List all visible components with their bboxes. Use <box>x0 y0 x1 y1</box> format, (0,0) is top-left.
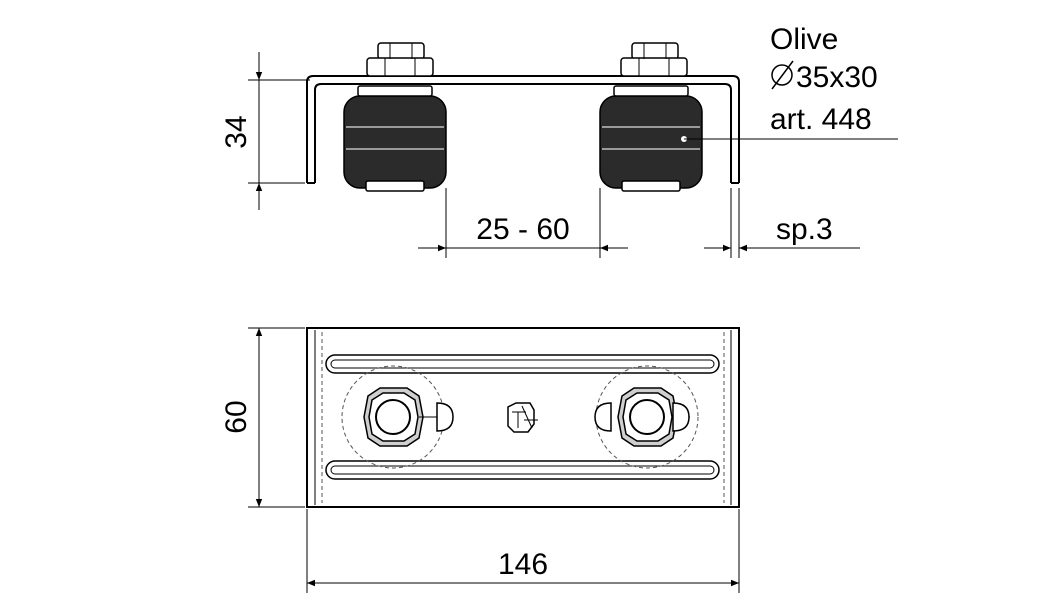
right-wheel-top-view <box>594 365 699 469</box>
logo-icon <box>507 402 538 433</box>
left-top-nut <box>366 42 434 77</box>
channel-bracket <box>306 75 740 184</box>
dim-width-plate <box>248 327 305 508</box>
dim-width-plate-label: 60 <box>220 400 253 433</box>
wheel-name: Olive <box>770 23 838 56</box>
left-wheel-top-view <box>341 365 454 469</box>
dim-thickness <box>704 188 860 258</box>
top-view: 60 146 <box>220 327 740 593</box>
right-top-nut <box>620 42 688 77</box>
slot-bottom <box>325 460 720 480</box>
dim-gap <box>418 188 628 258</box>
wheel-article: art. 448 <box>770 103 872 136</box>
dim-height-side-label: 34 <box>220 115 253 148</box>
wheel-size: 35x30 <box>796 61 878 94</box>
dim-height-side <box>248 52 310 210</box>
dim-thickness-label: sp.3 <box>776 213 833 246</box>
diameter-icon <box>771 60 794 90</box>
left-roller <box>343 85 447 192</box>
right-roller <box>599 85 703 192</box>
dim-length-plate-label: 146 <box>498 548 548 581</box>
slot-top <box>325 354 720 374</box>
dim-gap-label: 25 - 60 <box>476 213 569 246</box>
dim-length-plate <box>306 509 740 593</box>
front-view: 34 25 - 60 sp.3 Olive 35x30 art. 448 <box>220 23 898 258</box>
